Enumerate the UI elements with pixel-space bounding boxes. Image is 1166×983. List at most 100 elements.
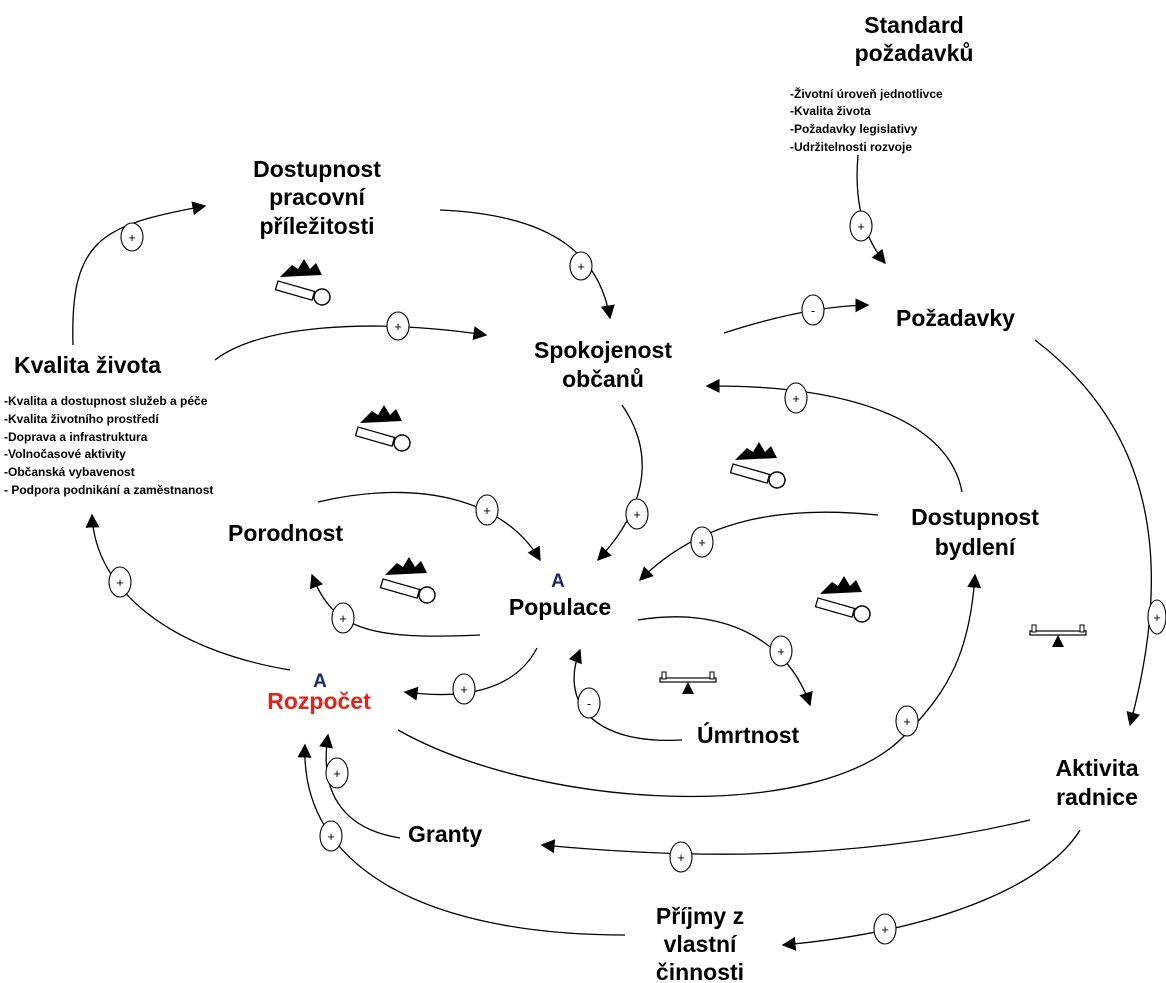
- sign-umrtnost-populace: -: [577, 687, 601, 719]
- svg-text:Standard: Standard: [864, 12, 964, 38]
- svg-text:-Kvalita a dostupnost služeb a: -Kvalita a dostupnost služeb a péče: [4, 394, 208, 408]
- svg-text:+: +: [857, 219, 865, 234]
- edge-bydleni-to-spokojenost: [705, 378, 963, 493]
- edge-prace-to-spokojenost: [439, 209, 615, 320]
- svg-text:+: +: [792, 391, 800, 406]
- svg-text:+: +: [333, 766, 341, 781]
- node-kvalita-zivota: Kvalita života -Kvalita a dostupnost slu…: [4, 352, 213, 497]
- node-standard-pozadavku: Standard požadavků -Životní úroveň jedno…: [790, 12, 973, 154]
- svg-text:občanů: občanů: [562, 366, 644, 392]
- svg-text:-Požadavky legislativy: -Požadavky legislativy: [790, 122, 918, 136]
- sign-prace-spokojenost: +: [569, 251, 593, 281]
- snowball-icon: [274, 259, 331, 306]
- svg-text:+: +: [394, 319, 402, 334]
- node-dostupnost-pracovni-prilezitosti: Dostupnost pracovní příležitosti: [253, 156, 381, 239]
- svg-text:Rozpočet: Rozpočet: [267, 688, 371, 714]
- svg-text:+: +: [460, 682, 468, 697]
- svg-text:činnosti: činnosti: [656, 959, 744, 983]
- sign-populace-umrtnost: +: [769, 635, 793, 667]
- svg-text:-Občanská vybavenost: -Občanská vybavenost: [4, 465, 135, 479]
- edge-bydleni-to-populace: [639, 511, 879, 581]
- svg-text:+: +: [339, 611, 347, 626]
- svg-text:Příjmy z: Příjmy z: [656, 903, 744, 929]
- sign-rozpocet-bydleni: +: [895, 705, 919, 737]
- svg-text:+: +: [116, 575, 124, 590]
- node-granty: Granty: [408, 821, 482, 847]
- svg-text:A: A: [551, 571, 565, 592]
- svg-text:Dostupnost: Dostupnost: [253, 156, 381, 182]
- node-umrtnost: Úmrtnost: [697, 721, 800, 748]
- edge-kvalita-to-populace: [317, 491, 541, 562]
- edge-aktivita-to-granty: [540, 819, 1031, 855]
- svg-text:-: -: [811, 303, 815, 318]
- svg-text:+: +: [903, 714, 911, 729]
- edges: [72, 154, 1152, 951]
- edge-granty-to-rozpocet: [319, 733, 401, 839]
- svg-text:-Doprava a infrastruktura: -Doprava a infrastruktura: [4, 430, 148, 444]
- sign-rozpocet-kvalita: +: [108, 566, 132, 598]
- node-rozpocet: A Rozpočet: [267, 671, 371, 714]
- edge-populace-to-porodnost: [309, 573, 481, 637]
- sign-bydleni-spokojenost: +: [784, 382, 808, 414]
- svg-text:+: +: [777, 644, 785, 659]
- edge-standard-to-pozadavky: [856, 154, 886, 265]
- sign-pozadavky-aktivita: +: [1147, 599, 1166, 635]
- node-dostupnost-bydleni: Dostupnost bydlení: [911, 504, 1039, 560]
- snowball-icon: [379, 557, 436, 604]
- svg-text:-Životní úroveň jednotlivce: -Životní úroveň jednotlivce: [790, 86, 943, 101]
- seesaw-icon: [1029, 624, 1087, 647]
- edge-aktivita-to-prijmy: [781, 829, 1081, 951]
- seesaw-icon: [659, 671, 717, 694]
- edge-pozadavky-to-aktivita: [1034, 339, 1152, 727]
- sign-kvalita-spokojenost: +: [386, 311, 410, 341]
- sign-granty-rozpocet: +: [325, 757, 349, 789]
- edge-kvalita-to-spokojenost: [214, 325, 488, 361]
- svg-text:Kvalita života: Kvalita života: [14, 352, 161, 378]
- edge-populace-to-umrtnost: [637, 616, 813, 707]
- sign-spokojenost-pozadavky: -: [801, 294, 825, 326]
- loop-icons: [274, 259, 1087, 694]
- edge-kvalita-to-prace: [72, 201, 207, 346]
- svg-text:Dostupnost: Dostupnost: [911, 504, 1039, 530]
- snowball-icon: [354, 405, 411, 452]
- polarity-signs: + + + + - + + + + + + - + + + + + + + +: [108, 210, 1166, 945]
- node-populace: A Populace: [509, 571, 611, 620]
- svg-text:-Volnočasové aktivity: -Volnočasové aktivity: [4, 447, 126, 461]
- svg-text:+: +: [483, 503, 491, 518]
- svg-text:+: +: [577, 259, 585, 274]
- node-spokojenost-obcanu: Spokojenost občanů: [534, 337, 672, 392]
- svg-text:příležitosti: příležitosti: [259, 213, 374, 239]
- svg-text:Populace: Populace: [509, 594, 611, 620]
- svg-text:požadavků: požadavků: [855, 40, 974, 66]
- edge-spokojenost-to-populace: [597, 404, 643, 562]
- svg-text:-Udržitelnosti rozvoje: -Udržitelnosti rozvoje: [790, 140, 912, 154]
- edge-prijmy-to-rozpocet: [297, 743, 626, 936]
- node-aktivita-radnice: Aktivita radnice: [1055, 755, 1138, 810]
- svg-text:vlastní: vlastní: [664, 931, 738, 957]
- edge-populace-to-rozpocet: [403, 647, 538, 701]
- svg-text:+: +: [128, 230, 136, 245]
- edge-rozpocet-to-kvalita: [85, 513, 291, 671]
- svg-text:- Podpora podnikání a zaměstna: - Podpora podnikání a zaměstnanost: [4, 483, 213, 497]
- snowball-icon: [729, 442, 786, 489]
- sign-spokojenost-populace: +: [625, 498, 649, 530]
- sign-populace-rozpocet: +: [452, 673, 476, 705]
- svg-text:bydlení: bydlení: [935, 534, 1017, 560]
- sign-populace-porodnost: +: [331, 602, 355, 634]
- edge-spokojenost-to-pozadavky: [723, 298, 870, 334]
- svg-text:+: +: [1153, 610, 1161, 625]
- sign-aktivita-prijmy: +: [873, 913, 897, 945]
- svg-text:radnice: radnice: [1056, 784, 1138, 810]
- svg-text:Spokojenost: Spokojenost: [534, 337, 672, 363]
- svg-text:pracovní: pracovní: [269, 184, 366, 210]
- svg-text:+: +: [698, 535, 706, 550]
- sign-aktivita-granty: +: [669, 841, 693, 873]
- sign-standard-pozadavky: +: [849, 210, 873, 242]
- snowball-icon: [814, 576, 871, 623]
- sign-prijmy-rozpocet: +: [319, 820, 343, 852]
- svg-text:+: +: [881, 922, 889, 937]
- sign-kvalita-prace: +: [120, 222, 144, 252]
- svg-text:+: +: [677, 850, 685, 865]
- node-pozadavky: Požadavky: [896, 305, 1015, 331]
